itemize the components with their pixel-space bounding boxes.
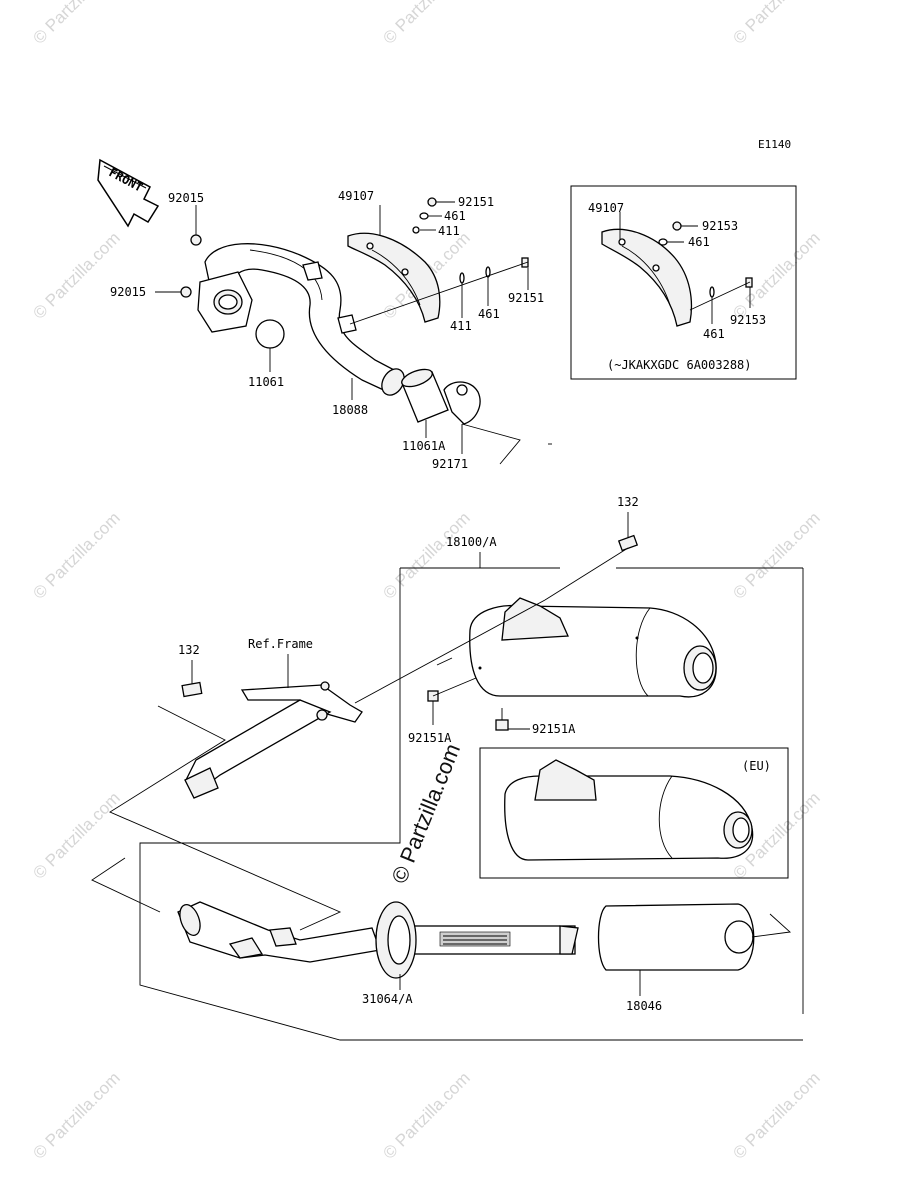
- label-132-top: 132: [617, 495, 639, 509]
- watermark: © Partzilla.com: [29, 508, 123, 602]
- label-92151-right: 92151: [508, 291, 544, 305]
- bolt-92151A-right: [495, 719, 509, 731]
- muffler-18100A: [469, 597, 717, 698]
- watermark-center: © Partzilla.com: [386, 740, 465, 887]
- packing-18046: [597, 903, 755, 971]
- label-132-left: 132: [178, 643, 200, 657]
- watermark: © Partzilla.com: [379, 508, 473, 602]
- watermark: © Partzilla.com: [729, 508, 823, 602]
- assembly-outline-18100A: [139, 552, 804, 1041]
- label-411-bottom: 411: [450, 319, 472, 333]
- nut-92015-top: [190, 234, 202, 246]
- diagram-id: E1140: [758, 138, 791, 151]
- frame-bracket: [184, 681, 363, 799]
- inset-washer-461-bottom: [709, 286, 715, 298]
- watermark: © Partzilla.com: [729, 228, 823, 322]
- front-arrow-icon: FRONT: [97, 158, 160, 228]
- label-92015-left: 92015: [110, 285, 146, 299]
- washer-461-top: [419, 212, 429, 220]
- watermark: © Partzilla.com: [29, 228, 123, 322]
- label-92151-top: 92151: [458, 195, 494, 209]
- inset-label-92153-top: 92153: [702, 219, 738, 233]
- gasket-11061: [255, 319, 285, 349]
- silencer-pipe-31064A: [177, 901, 579, 979]
- watermark: © Partzilla.com: [29, 1068, 123, 1162]
- heat-guard-49107: [347, 232, 441, 323]
- label-ref-frame: Ref.Frame: [248, 637, 313, 651]
- collar-411-top: [412, 226, 420, 234]
- label-18100A: 18100/A: [446, 535, 497, 549]
- label-411-top: 411: [438, 224, 460, 238]
- watermark: © Partzilla.com: [379, 0, 473, 48]
- label-31064A: 31064/A: [362, 992, 413, 1006]
- label-11061A: 11061A: [402, 439, 446, 453]
- eu-label: (EU): [742, 759, 771, 773]
- collar-411-bottom: [459, 272, 465, 284]
- label-92151A-left: 92151A: [408, 731, 452, 745]
- inset-note: (~JKAKXGDC 6A003288): [607, 358, 752, 372]
- inset-label-92153-bottom: 92153: [730, 313, 766, 327]
- watermark-grid: © Partzilla.com © Partzilla.com © Partzi…: [29, 0, 823, 1163]
- bolt-92151-right: [521, 257, 529, 268]
- bolt-92151-top: [427, 197, 437, 207]
- label-92015-top: 92015: [168, 191, 204, 205]
- inset-box-early-models: 49107 92153 461 461 92153 (~JKAKXGDC 6A0…: [570, 185, 797, 380]
- leader-lines-bottom: [91, 547, 792, 996]
- inset-label-49107: 49107: [588, 201, 624, 215]
- watermark: © Partzilla.com: [379, 1068, 473, 1162]
- bolt-132-top: [617, 512, 639, 552]
- label-461-bottom: 461: [478, 307, 500, 321]
- label-18046: 18046: [626, 999, 662, 1013]
- label-11061: 11061: [248, 375, 284, 389]
- inset-washer-461-top: [658, 238, 668, 246]
- watermark: © Partzilla.com: [729, 0, 823, 48]
- leader-lines-top: [155, 201, 552, 465]
- inset-label-461-top: 461: [688, 235, 710, 249]
- eu-muffler-inset: (EU): [479, 747, 789, 879]
- label-461-top: 461: [444, 209, 466, 223]
- label-92171: 92171: [432, 457, 468, 471]
- nut-92015-left: [180, 286, 192, 298]
- joint-pipe-11061A: [401, 368, 449, 423]
- inset-label-461-bottom: 461: [703, 327, 725, 341]
- watermark: © Partzilla.com: [29, 0, 123, 48]
- label-49107: 49107: [338, 189, 374, 203]
- label-18088: 18088: [332, 403, 368, 417]
- bolt-132-left: [181, 681, 203, 698]
- header-pipe-18088: [197, 243, 405, 396]
- clamp-92171: [443, 381, 481, 425]
- inset-bolt-92153-top: [672, 221, 682, 231]
- watermark: © Partzilla.com: [729, 1068, 823, 1162]
- label-92151A-right: 92151A: [532, 722, 576, 736]
